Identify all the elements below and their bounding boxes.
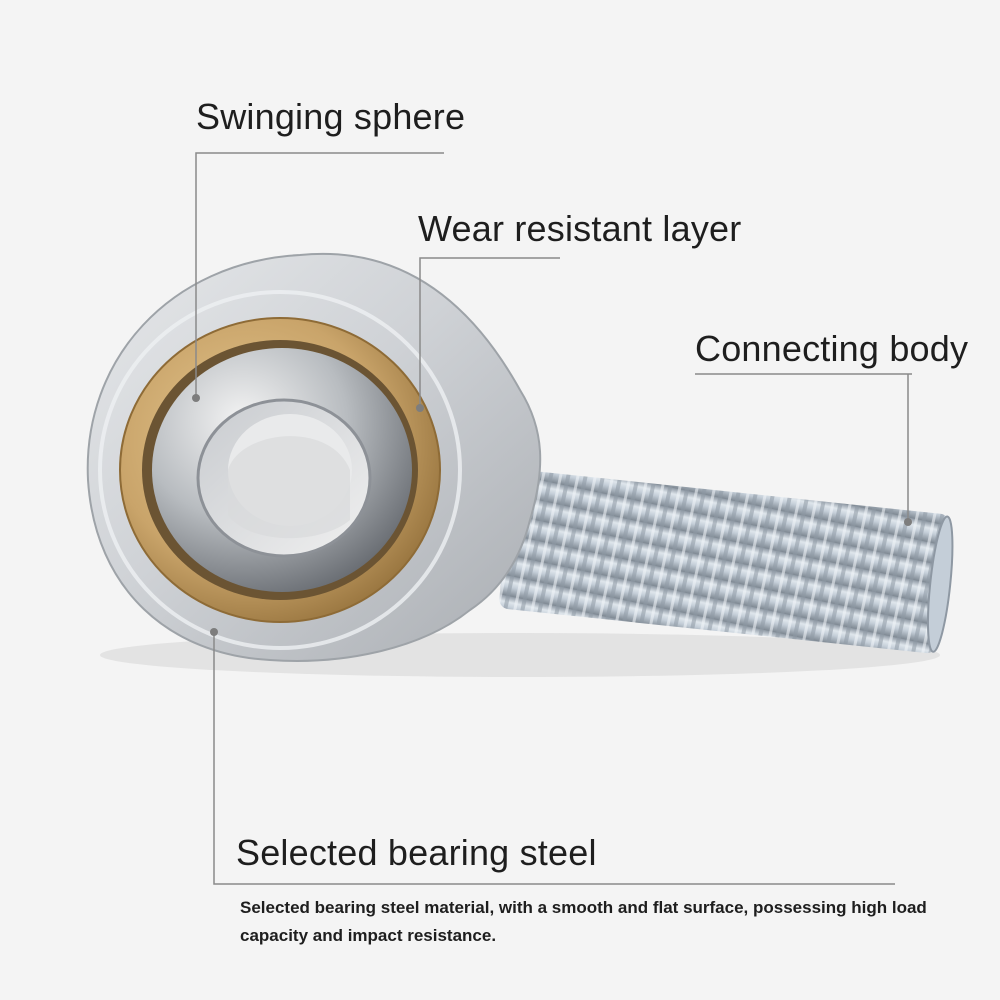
callout-connecting-body: Connecting body	[695, 328, 969, 369]
callout-swinging-sphere: Swinging sphere	[196, 96, 466, 137]
leader-dots	[192, 394, 912, 636]
threaded-shank	[499, 469, 954, 654]
leader-lines	[195, 152, 912, 885]
callout-wear-resistant-layer: Wear resistant layer	[418, 208, 742, 249]
callout-selected-bearing-steel: Selected bearing steel	[236, 832, 597, 873]
description-text: Selected bearing steel material, with a …	[240, 898, 927, 945]
